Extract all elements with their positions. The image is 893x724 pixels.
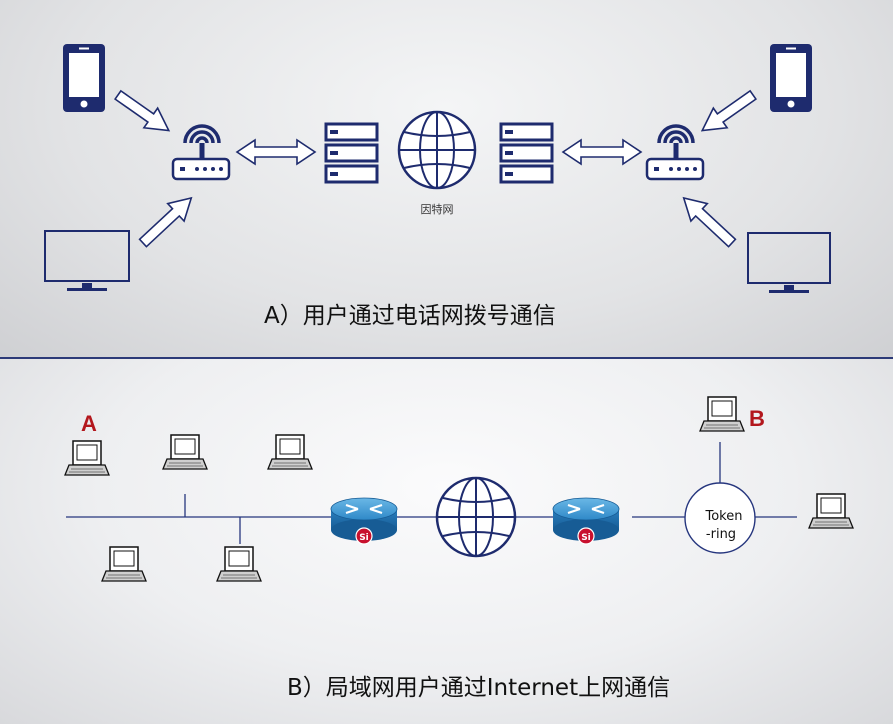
lan-bus-lines <box>66 442 797 544</box>
router-icon: Si <box>330 497 398 545</box>
laptop-computer-icon <box>64 440 110 476</box>
double-arrow-modem-server-left <box>235 138 317 166</box>
wifi-router-icon <box>645 124 705 181</box>
panel-a-caption: A）用户通过电话网拨号通信 <box>264 303 556 329</box>
laptop-computer-icon <box>808 493 854 529</box>
token-ring-node: Token -ring <box>684 482 756 554</box>
internet-label: 因特网 <box>421 202 454 216</box>
laptop-computer-icon <box>267 434 313 470</box>
monitor-icon <box>747 232 831 293</box>
arrow-monitor-to-modem <box>682 196 737 248</box>
laptop-computer-icon <box>162 434 208 470</box>
laptop-computer-icon <box>699 396 745 432</box>
laptop-computer-icon <box>101 546 147 582</box>
arrow-monitor-to-modem <box>138 196 193 248</box>
token-ring-label-line2: -ring <box>706 527 736 542</box>
server-stack-icon <box>324 122 379 184</box>
globe-internet-icon <box>435 476 517 558</box>
server-stack-icon <box>499 122 554 184</box>
arrow-phone-to-modem <box>700 89 757 132</box>
arrow-phone-to-modem <box>114 89 171 132</box>
double-arrow-server-modem-right <box>561 138 643 166</box>
router-icon: Si <box>552 497 620 545</box>
router-badge: Si <box>581 533 591 543</box>
host-label-a: A <box>81 411 97 436</box>
router-badge: Si <box>359 533 369 543</box>
laptop-computer-icon <box>216 546 262 582</box>
token-ring-label-line1: Token <box>705 509 743 524</box>
monitor-icon <box>44 230 130 291</box>
globe-internet-icon <box>397 110 477 190</box>
smartphone-icon <box>63 44 105 112</box>
host-label-b: B <box>749 406 765 431</box>
panel-divider <box>0 357 893 359</box>
wifi-router-icon <box>171 124 231 181</box>
smartphone-icon <box>770 44 812 112</box>
panel-b-caption: B）局域网用户通过Internet上网通信 <box>287 675 671 701</box>
